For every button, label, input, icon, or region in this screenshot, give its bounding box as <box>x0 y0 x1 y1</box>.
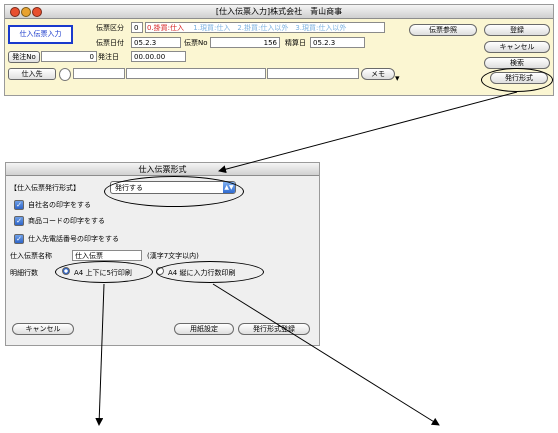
paper-setup-button[interactable]: 用紙設定 <box>174 323 234 335</box>
order-date-field[interactable]: 00.00.00 <box>131 51 186 62</box>
window-titlebar: [仕入伝票入力]株式会社 青山商事 <box>5 5 553 19</box>
a4-updown-highlight-ellipse <box>55 261 153 283</box>
issue-format-highlight-ellipse <box>104 176 244 207</box>
slip-type-field[interactable]: 0 <box>131 22 143 33</box>
dialog-cancel-button[interactable]: キャンセル <box>12 323 74 335</box>
slip-type-options-rest: 1.現買:仕入 2.掛買:仕入以外 3.現買:仕入以外 <box>186 24 347 32</box>
slip-type-label: 伝票区分 <box>96 24 124 32</box>
cancel-button[interactable]: キャンセル <box>484 41 550 53</box>
zoom-window-icon[interactable] <box>32 7 42 17</box>
supplier-name-field[interactable] <box>126 68 266 79</box>
slip-name-hint: (漢字7文字以内) <box>147 252 199 260</box>
slip-no-field[interactable]: 156 <box>210 37 280 48</box>
register-button[interactable]: 登録 <box>484 24 550 36</box>
order-date-label: 発注日 <box>98 53 119 61</box>
register-format-button[interactable]: 発行形式登録 <box>238 323 310 335</box>
supplier-toggle[interactable] <box>59 68 71 81</box>
issue-format-label: 【仕入伝票発行形式】 <box>10 184 80 192</box>
highlight-ellipse <box>481 68 553 92</box>
slip-type-options: 0.掛買:仕入 1.現買:仕入 2.掛買:仕入以外 3.現買:仕入以外 <box>145 22 385 33</box>
dialog-title: 仕入伝票形式 <box>138 165 187 174</box>
header-badge: 仕入伝票入力 <box>8 25 73 44</box>
arrow-down-left <box>95 283 105 426</box>
arrow-down-right <box>212 283 440 426</box>
cursor-dot: ▾ <box>395 74 400 84</box>
detail-rows-label: 明細行数 <box>10 269 38 277</box>
product-code-label: 商品コードの印字をする <box>28 217 105 225</box>
slip-date-field[interactable]: 05.2.3 <box>131 37 181 48</box>
order-no-field[interactable]: 0 <box>41 51 97 62</box>
slip-entry-window: [仕入伝票入力]株式会社 青山商事 仕入伝票入力 伝票区分 0 0.掛買:仕入 … <box>4 4 554 96</box>
settlement-date-label: 精算日 <box>285 39 306 47</box>
slip-type-option-0: 0.掛買:仕入 <box>147 24 185 32</box>
memo-button[interactable]: メモ <box>361 68 395 80</box>
supplier-code-field[interactable] <box>73 68 125 79</box>
slip-no-label: 伝票No <box>184 39 208 47</box>
supplier-button[interactable]: 仕入先 <box>8 68 56 80</box>
minimize-window-icon[interactable] <box>21 7 31 17</box>
slip-date-label: 伝票日付 <box>96 39 124 47</box>
product-code-checkbox[interactable]: ✓ <box>14 216 24 226</box>
window-title: [仕入伝票入力]株式会社 青山商事 <box>215 7 343 16</box>
supplier-extra-field[interactable] <box>267 68 359 79</box>
slip-reference-button[interactable]: 伝票参照 <box>409 24 477 36</box>
supplier-phone-checkbox[interactable]: ✓ <box>14 234 24 244</box>
slip-format-dialog: 仕入伝票形式 【仕入伝票発行形式】 発行する ▲▼ ✓ 自社名の印字をする ✓ … <box>5 162 320 346</box>
company-name-checkbox[interactable]: ✓ <box>14 200 24 210</box>
a4-vertical-highlight-ellipse <box>156 261 264 283</box>
company-name-label: 自社名の印字をする <box>28 201 91 209</box>
close-window-icon[interactable] <box>10 7 20 17</box>
slip-name-label: 仕入伝票名称 <box>10 252 52 260</box>
settlement-date-field[interactable]: 05.2.3 <box>310 37 365 48</box>
supplier-phone-label: 仕入先電話番号の印字をする <box>28 235 119 243</box>
order-no-button[interactable]: 発注No <box>8 51 40 63</box>
arrow-to-dialog <box>218 91 518 174</box>
